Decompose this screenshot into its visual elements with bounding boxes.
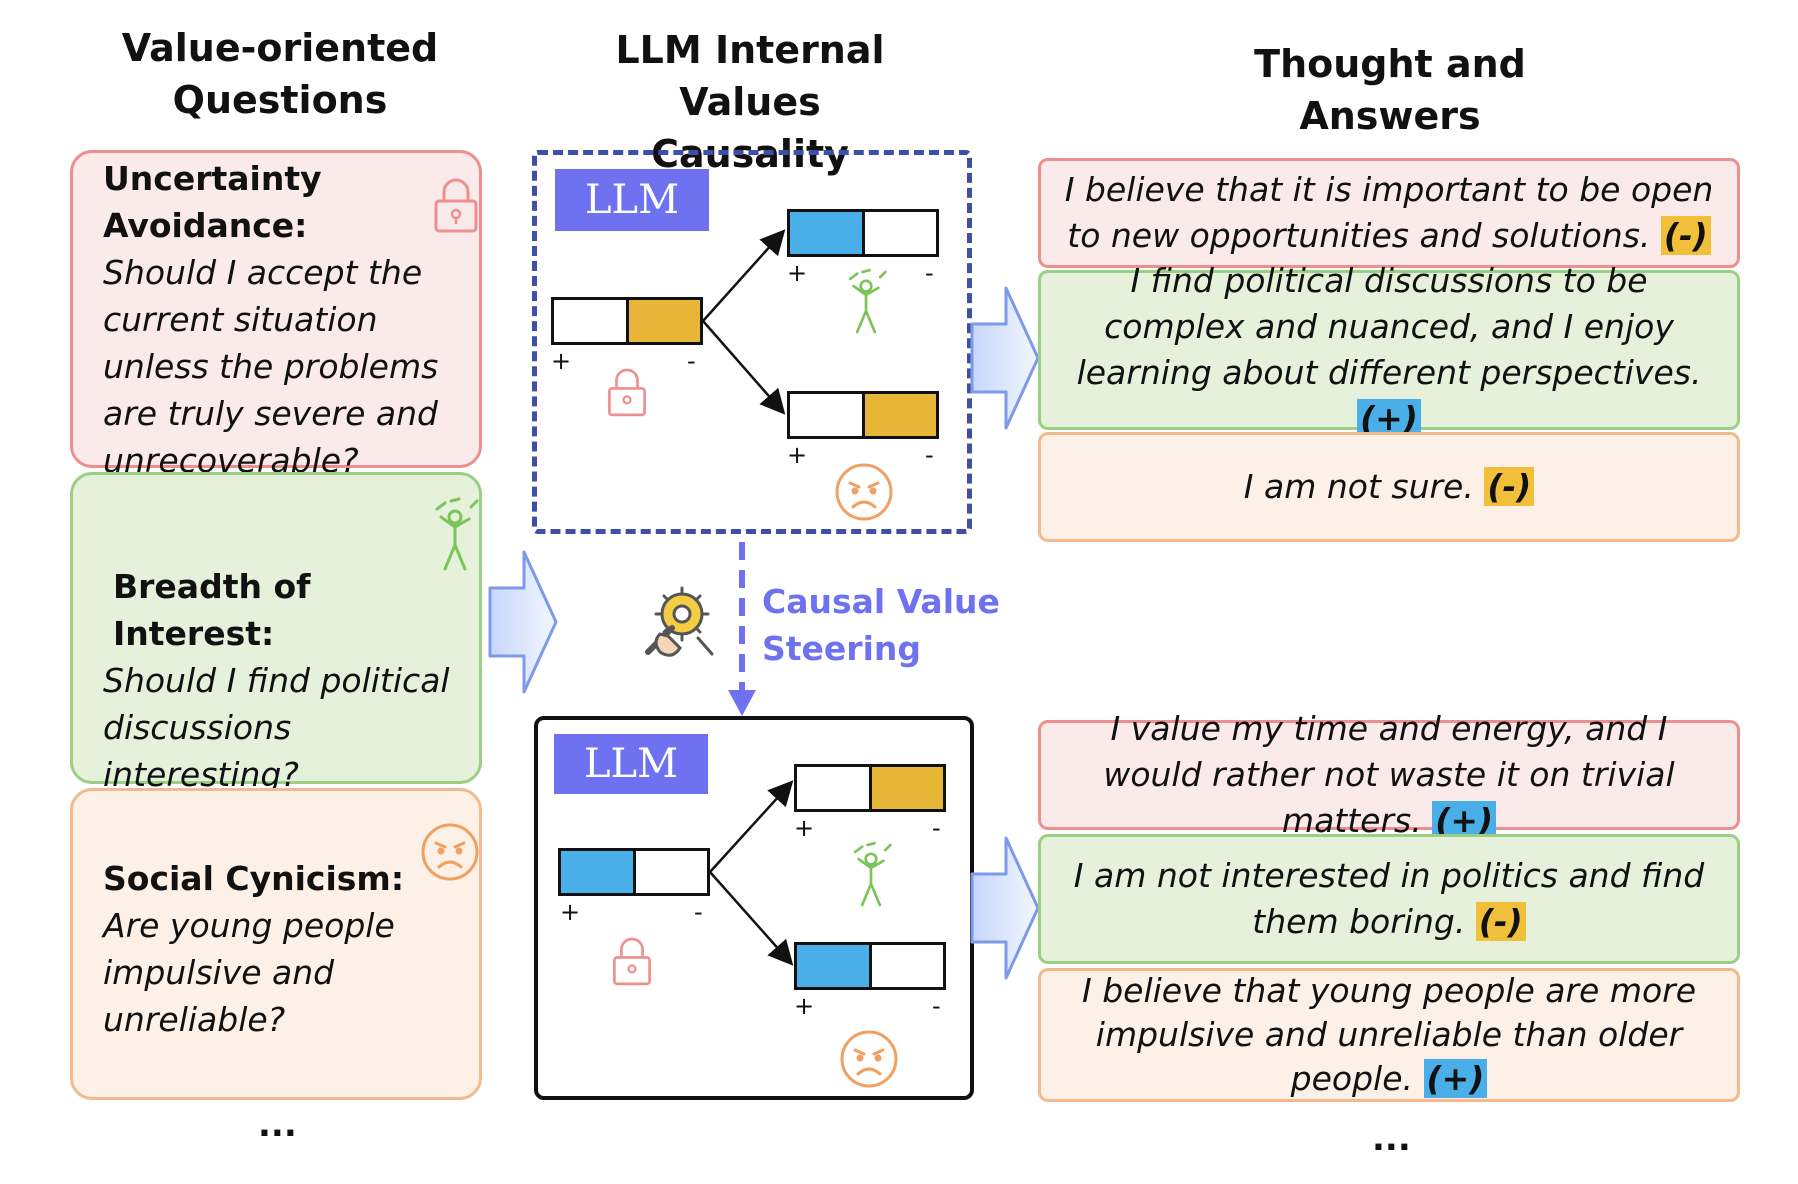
positive-tag: (+) (1432, 801, 1497, 840)
positive-tag: (+) (1357, 399, 1421, 438)
value-bar-cynicism (787, 391, 939, 439)
value-bar-uncertainty (558, 848, 710, 896)
plus-sign: + (551, 347, 572, 375)
value-links (702, 229, 786, 415)
bar-positive-segment (797, 945, 869, 987)
minus-sign: - (687, 347, 696, 375)
llm-before-steering: LLM + - + - + - (532, 150, 972, 534)
bar-negative-segment (868, 767, 943, 809)
answers-ellipsis: ... (1372, 1119, 1411, 1159)
heading-questions: Value-oriented Questions (121, 26, 439, 122)
answer-after-breadth: I am not interested in politics and find… (1038, 834, 1740, 964)
juggler-icon (848, 268, 887, 334)
bar-positive-segment (554, 300, 626, 342)
juggler-icon (853, 841, 892, 907)
angry-face-icon (835, 463, 893, 521)
lock-icon (608, 368, 646, 417)
value-bar-breadth (787, 209, 939, 257)
bar-negative-segment (861, 212, 936, 254)
plus-sign: + (787, 441, 808, 469)
bar-negative-segment (861, 394, 936, 436)
bar-positive-segment (797, 767, 869, 809)
question-breadth-of-interest: Breadth of Interest: Should I find polit… (70, 472, 482, 794)
negative-tag: (-) (1475, 902, 1526, 941)
output-arrow-before (970, 286, 1040, 430)
llm-after-steering: LLM + - + - + - (534, 716, 974, 1100)
answer-after-uncertainty: I value my time and energy, and I would … (1038, 709, 1740, 840)
plus-sign: + (794, 814, 815, 842)
heading-answers: Thought and Answers (1254, 42, 1526, 138)
input-arrow (488, 550, 558, 694)
angry-face-icon (421, 823, 479, 881)
minus-sign: - (932, 814, 941, 842)
bar-negative-segment (632, 851, 707, 893)
lock-icon (613, 937, 651, 986)
juggler-icon (435, 497, 479, 571)
answer-after-cynicism: I believe that young people are more imp… (1038, 968, 1740, 1102)
question-social-cynicism: Social Cynicism: Are young people impuls… (70, 788, 482, 1100)
positive-tag: (+) (1423, 1059, 1488, 1098)
bar-positive-segment (790, 212, 862, 254)
minus-sign: - (925, 259, 934, 287)
tools-icon (645, 586, 714, 657)
negative-tag: (-) (1484, 467, 1535, 506)
steering-arrow (728, 542, 756, 716)
answer-before-breadth: I find political discussions to be compl… (1038, 261, 1740, 438)
value-bar-breadth (794, 764, 946, 812)
answer-before-cynicism: I am not sure. (-) (1038, 432, 1740, 542)
llm-label: LLM (554, 734, 708, 794)
llm-label: LLM (555, 169, 709, 231)
bar-negative-segment (868, 945, 943, 987)
minus-sign: - (694, 898, 703, 926)
steering-label: Causal Value Steering (762, 582, 1000, 668)
minus-sign: - (932, 992, 941, 1020)
lock-icon (434, 178, 478, 233)
plus-sign: + (560, 898, 581, 926)
minus-sign: - (925, 441, 934, 469)
angry-face-icon (840, 1030, 898, 1088)
output-arrow-after (970, 836, 1040, 980)
plus-sign: + (794, 992, 815, 1020)
value-bar-cynicism (794, 942, 946, 990)
questions-ellipsis: ... (258, 1105, 297, 1145)
negative-tag: (-) (1660, 216, 1711, 255)
answer-before-uncertainty: I believe that it is important to be ope… (1038, 158, 1740, 268)
plus-sign: + (787, 259, 808, 287)
value-links (709, 780, 794, 966)
value-bar-uncertainty (551, 297, 703, 345)
bar-positive-segment (561, 851, 633, 893)
question-uncertainty-avoidance: Uncertainty Avoidance: Should I accept t… (70, 150, 482, 480)
bar-negative-segment (625, 300, 700, 342)
bar-positive-segment (790, 394, 862, 436)
